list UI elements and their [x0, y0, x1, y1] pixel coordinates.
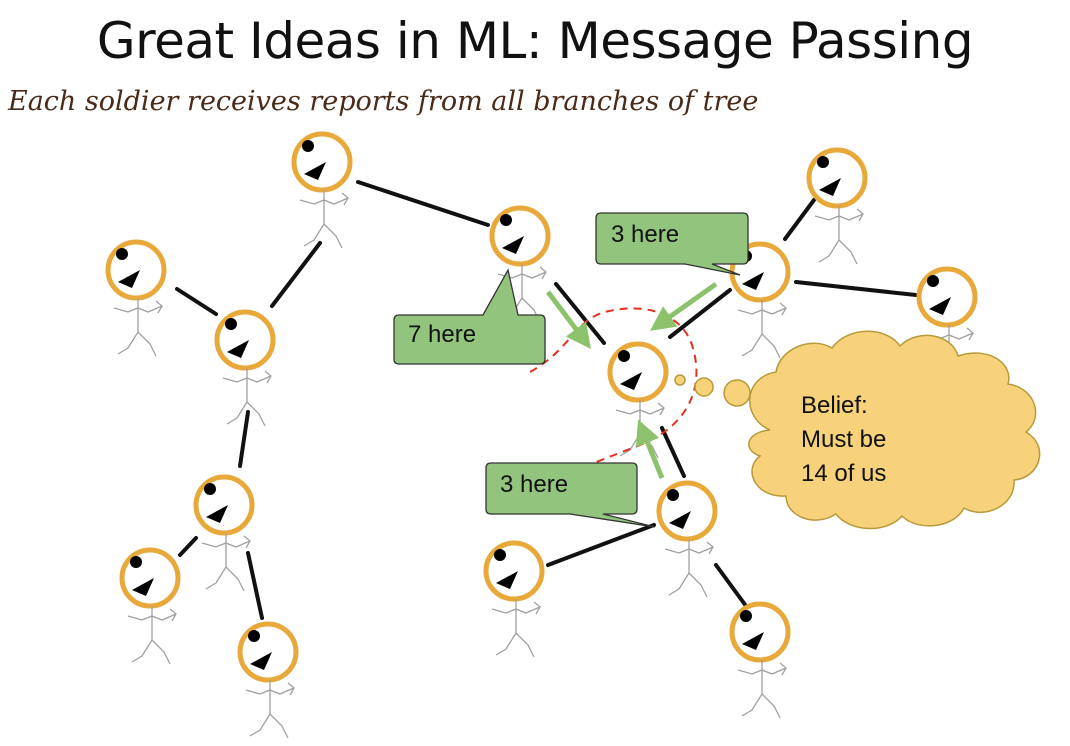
soldier-node	[217, 312, 273, 426]
soldier-node	[122, 550, 178, 664]
slide-title: Great Ideas in ML: Message Passing	[96, 12, 974, 70]
message-bubble-bottom: 3 here	[485, 462, 656, 528]
soldier-node	[240, 624, 296, 738]
belief-line-1: Belief:	[801, 392, 868, 419]
soldier-node	[294, 134, 350, 248]
belief-line-3: 14 of us	[801, 460, 886, 487]
dashed-boundary	[529, 307, 698, 466]
center-soldier	[610, 344, 666, 458]
belief-line-2: Must be	[801, 426, 886, 453]
soldier-node	[809, 150, 865, 264]
slide-subtitle: Each soldier receives reports from all b…	[8, 86, 759, 117]
soldier-node	[659, 483, 715, 597]
message-bottom-text: 3 here	[500, 471, 568, 498]
belief-cloud	[748, 330, 1041, 530]
soldier-node	[196, 477, 252, 591]
message-top-right-text: 3 here	[611, 221, 679, 248]
message-arrows	[546, 281, 718, 479]
tree-edges	[175, 180, 918, 620]
thought-trail	[674, 374, 751, 407]
soldier-node	[486, 543, 542, 657]
soldier-node	[108, 242, 164, 356]
soldier-node	[732, 604, 788, 718]
message-left-text: 7 here	[408, 321, 476, 348]
message-bubble-top-right: 3 here	[595, 212, 749, 276]
message-bubble-left: 7 here	[393, 268, 546, 365]
